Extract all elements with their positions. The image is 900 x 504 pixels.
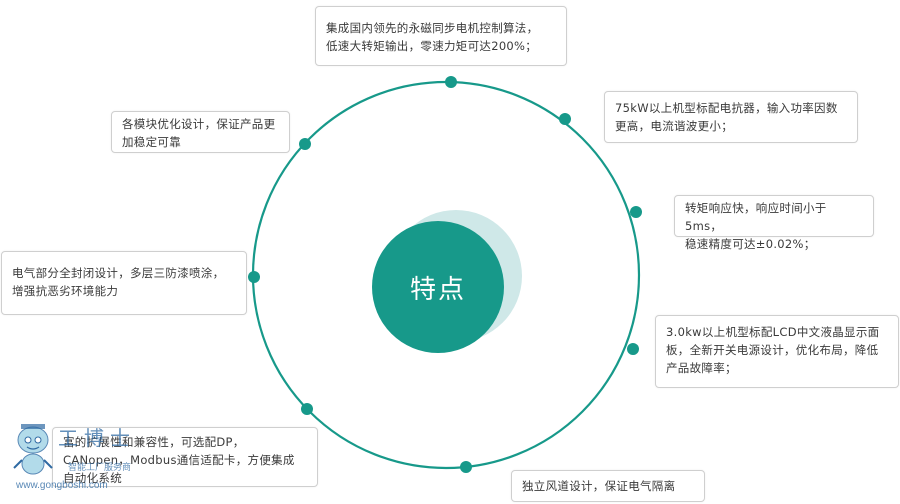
feature-line: CANopen，Modbus通信适配卡，方便集成	[63, 453, 295, 467]
center-label: 特点	[409, 274, 466, 305]
feature-line: 产品故障率；	[666, 361, 737, 375]
feature-line: 稳速精度可达±0.02%；	[685, 237, 816, 251]
feature-box-air-duct: 独立风道设计，保证电气隔离	[511, 470, 705, 502]
ring-nodes	[248, 76, 642, 473]
feature-line: 低速大转矩输出，零速力矩可达200%；	[326, 39, 538, 53]
feature-box-sealed-design: 电气部分全封闭设计，多层三防漆喷涂， 增强抗恶劣环境能力	[1, 251, 247, 315]
feature-line: 自动化系统	[63, 471, 122, 485]
watermark-subtitle: 智能工厂服务商	[68, 463, 132, 473]
center-circle	[372, 221, 504, 353]
feature-line: 3.0kw以上机型标配LCD中文液晶显示面	[666, 325, 880, 339]
ring-node	[445, 76, 457, 88]
feature-line: 电气部分全封闭设计，多层三防漆喷涂，	[12, 266, 225, 280]
ring-node	[460, 461, 472, 473]
watermark-title: 工博士	[58, 426, 136, 450]
feature-box-expansion: 富的扩展性和兼容性，可选配DP， CANopen，Modbus通信适配卡，方便集…	[52, 427, 318, 487]
feature-line: 75kW以上机型标配电抗器，输入功率因数	[615, 101, 838, 115]
feature-line: 增强抗恶劣环境能力	[12, 284, 119, 298]
ring-node	[301, 403, 313, 415]
robot-mascot-icon	[13, 424, 53, 475]
feature-box-lcd-panel: 3.0kw以上机型标配LCD中文液晶显示面 板，全新开关电源设计，优化布局，降低…	[655, 315, 899, 388]
ring-node	[299, 138, 311, 150]
feature-box-torque-response: 转矩响应快，响应时间小于5ms， 稳速精度可达±0.02%；	[674, 195, 874, 251]
feature-line: 板，全新开关电源设计，优化布局，降低	[666, 343, 879, 357]
ring-node	[630, 206, 642, 218]
feature-box-reactor: 75kW以上机型标配电抗器，输入功率因数 更高，电流谐波更小；	[604, 91, 858, 143]
feature-box-control-algorithm: 集成国内领先的永磁同步电机控制算法， 低速大转矩输出，零速力矩可达200%；	[315, 6, 567, 66]
feature-line: 富的扩展性和兼容性，可选配DP，	[63, 435, 245, 449]
feature-line: 独立风道设计，保证电气隔离	[522, 479, 676, 493]
ring-node	[627, 343, 639, 355]
feature-line: 集成国内领先的永磁同步电机控制算法，	[326, 21, 539, 35]
watermark-url: www.gongboshi.com	[16, 480, 108, 491]
feature-line: 各模块优化设计，保证产品更	[122, 117, 276, 131]
feature-box-module-design: 各模块优化设计，保证产品更 加稳定可靠	[111, 111, 290, 153]
ring-node	[559, 113, 571, 125]
feature-line: 加稳定可靠	[122, 135, 181, 149]
feature-line: 更高，电流谐波更小；	[615, 119, 733, 133]
watermark: 工博士 智能工厂服务商 www.gongboshi.com	[8, 420, 158, 500]
ring-node	[248, 271, 260, 283]
feature-line: 转矩响应快，响应时间小于5ms，	[685, 201, 827, 233]
